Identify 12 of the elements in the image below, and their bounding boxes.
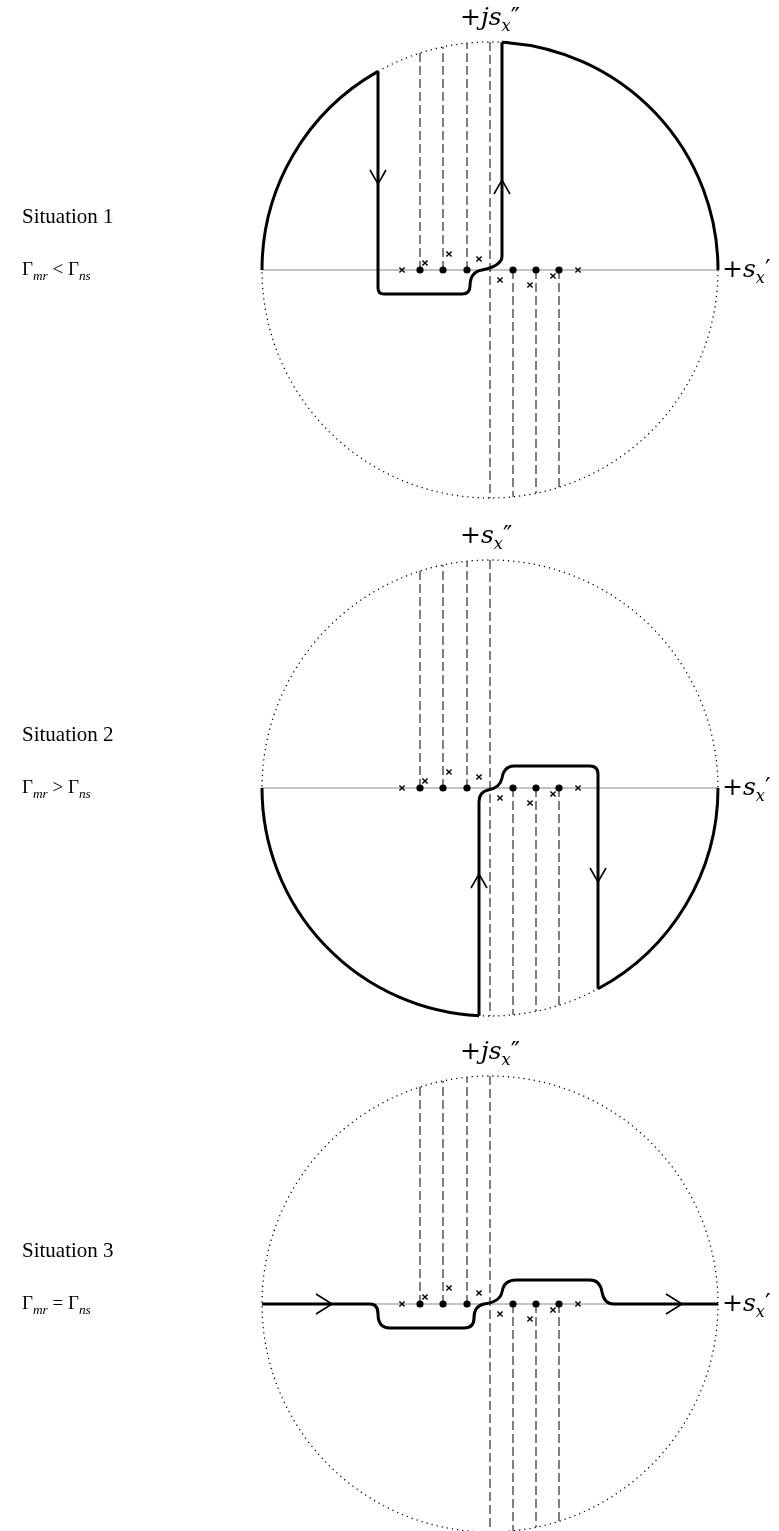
situation-label: Situation 1 (22, 204, 114, 229)
situation-label: Situation 3 (22, 1238, 114, 1263)
axis-label: +js$_{x}$″ (460, 4, 521, 35)
condition-label: Γ$_{mr}$ > Γ$_{ns}$ (22, 776, 91, 802)
situation-label: Situation 2 (22, 722, 114, 747)
axis-label: +js$_{x}$″ (460, 1038, 521, 1069)
axis-label: +s$_{x}$′ (722, 774, 771, 805)
condition-label: Γ$_{mr}$ = Γ$_{ns}$ (22, 1292, 91, 1318)
axis-label: +s$_{x}$′ (722, 1290, 771, 1321)
axis-label: +s$_{x}$′ (722, 256, 771, 287)
axis-label: +s$_{x}$″ (460, 522, 513, 553)
condition-label: Γ$_{mr}$ < Γ$_{ns}$ (22, 258, 91, 284)
